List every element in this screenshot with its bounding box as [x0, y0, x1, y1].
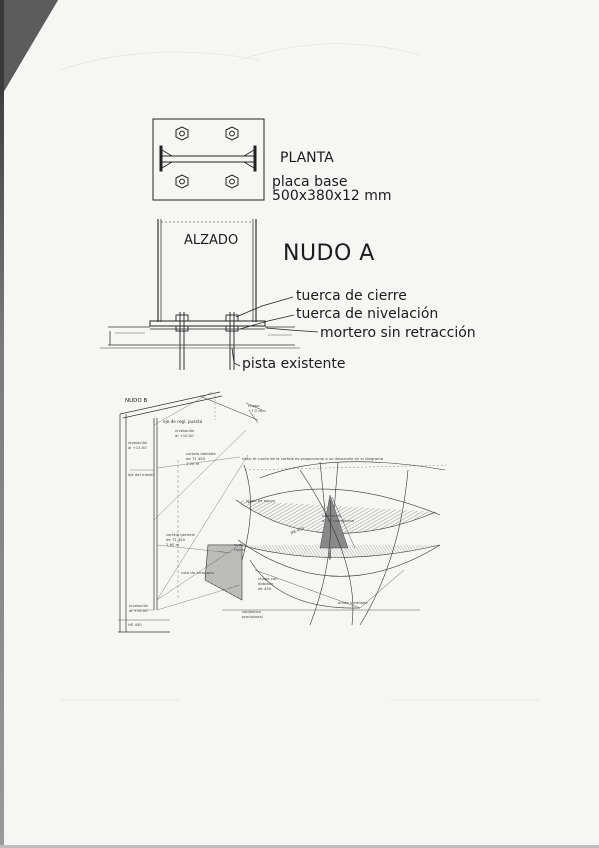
alzado-label: ALZADO — [184, 233, 239, 248]
nudo-b-label-soldadura: soldadura provisional — [242, 609, 263, 619]
nudo-b-roof-beam — [119, 391, 263, 424]
nudo-b-label-cartela-doblada: cartela doblada de T1 450 1.20 m — [186, 451, 216, 466]
alzado-column — [157, 219, 257, 322]
nudo-b-label-chapa-soldada: chapa con doblado de 450 — [258, 576, 278, 591]
hex-nut-icon — [175, 126, 189, 141]
mortero-label: mortero sin retracción — [320, 325, 476, 341]
nudo-b-label-nudo-rigido: nudo rígido — [234, 542, 245, 552]
nudo-b-label-nivelacion-top: nivelación al +10.00 — [175, 428, 195, 438]
hex-nut-icon — [225, 126, 239, 141]
pista-existente-label: pista existente — [242, 356, 346, 372]
nudo-b-hatched-gusset — [204, 544, 243, 601]
scan-edge-left — [0, 0, 4, 848]
hex-nut-icon — [175, 174, 189, 189]
planta-base-plate — [152, 118, 265, 201]
hex-nut-icon — [225, 174, 239, 189]
nudo-b-label-nota: nota: el cuello de la cartela es proporc… — [242, 456, 384, 461]
nudo-b-label-cartela-general: cartela general de T1 450 2.60 m — [166, 532, 195, 547]
scan-edge-bottom — [0, 845, 599, 848]
tuerca-nivelacion-label: tuerca de nivelación — [296, 306, 439, 322]
nudo-b-construction-lines — [130, 391, 449, 611]
nudo-b-label-arista: arista ventilada — [338, 600, 368, 605]
nudo-b-label-nivelacion-bottom: nivelación al +10.00 — [129, 603, 149, 613]
bleed-through-ghost — [59, 43, 540, 701]
nudo-b-label-cable-top: eje de regl. puesta — [163, 419, 203, 424]
nudo-b-label-mastil: eje del mástil — [128, 472, 154, 477]
nudo-b-title: NUDO B — [125, 398, 148, 404]
existing-slab — [100, 326, 300, 349]
planta-label: PLANTA — [280, 150, 334, 166]
nudo-b-column — [118, 414, 170, 633]
leader-lines — [231, 296, 319, 367]
nudo-b-label-nivelacion-left: nivelación al +11.00 — [128, 440, 148, 450]
nudo-b-label-cota-arranque: cota de arranque — [181, 570, 214, 575]
placa-dimensions-label: 500x380x12 mm — [272, 188, 392, 204]
tuerca-cierre-label: tuerca de cierre — [296, 288, 407, 304]
folded-corner-icon — [0, 0, 58, 98]
nudo-a-title: NUDO A — [283, 241, 375, 266]
alzado-base-plate — [149, 320, 266, 330]
nudo-b-label-he450: HE 450 — [128, 622, 142, 627]
nudo-b-label-nivelacion-mid: nivelación al +7 plataforma — [322, 513, 355, 523]
placa-base-label: placa base — [272, 174, 348, 190]
nudo-b-label-plano: plano de apoyo — [246, 498, 276, 503]
nudo-b-label-chapa: chapa +7.5 mm — [248, 403, 266, 413]
nudo-b-fan-diagram — [222, 461, 446, 626]
